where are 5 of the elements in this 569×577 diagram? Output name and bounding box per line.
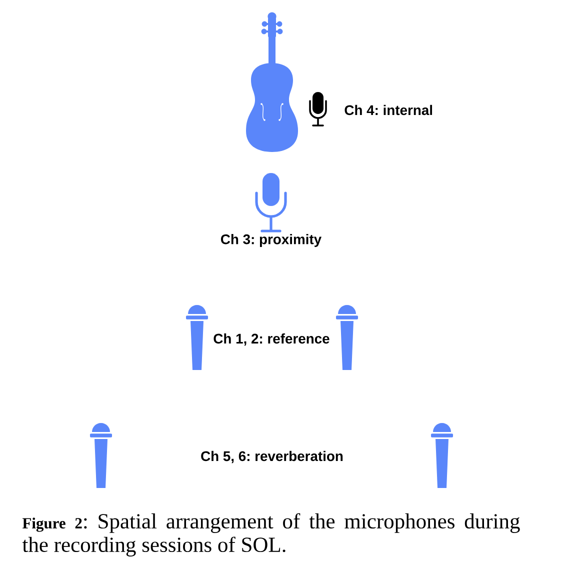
figure-caption: Figure 2: Spatial arrangement of the microphones during the recording sessions of SOL. [22,513,520,556]
channel-label: Ch 3: proximity [220,234,322,247]
channel-label: Ch 4: internal [344,104,432,116]
channel-label: Ch 1, 2: reference [214,333,330,346]
channel-label: Ch 5, 6: reverberation [201,450,343,464]
